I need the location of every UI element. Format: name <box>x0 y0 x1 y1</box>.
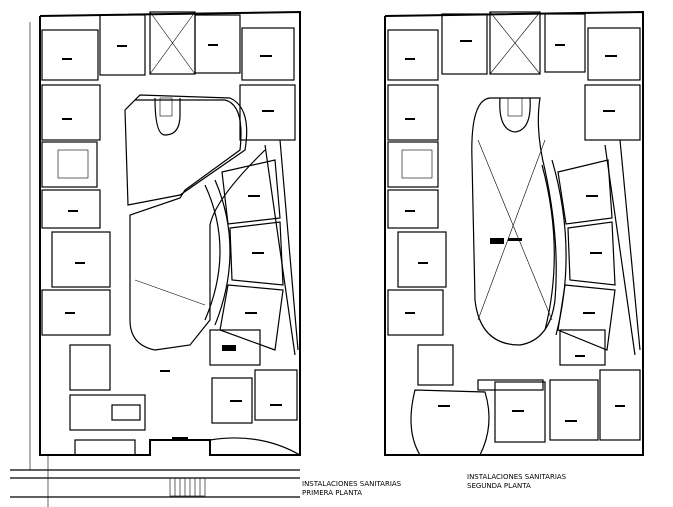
stair <box>417 344 454 386</box>
room <box>544 13 586 73</box>
room <box>387 84 439 141</box>
title-block-segunda: INSTALACIONES SANITARIAS SEGUNDA PLANTA <box>467 473 567 490</box>
room <box>254 369 298 421</box>
room <box>69 394 146 431</box>
void-cross <box>149 11 196 75</box>
room <box>387 189 439 229</box>
plan-primera-planta <box>10 10 301 507</box>
corridor <box>477 379 544 391</box>
plan-segunda-planta <box>384 10 644 456</box>
room-tags <box>405 40 625 422</box>
toilet-block <box>57 149 89 179</box>
room <box>41 84 101 141</box>
plan-1-title-line-1: INSTALACIONES SANITARIAS <box>302 480 402 488</box>
room <box>397 231 447 288</box>
diagonal-wall <box>604 144 636 356</box>
classroom <box>221 159 281 225</box>
room <box>441 13 488 75</box>
plan-1-title-line-2: PRIMERA PLANTA <box>302 489 362 497</box>
classroom <box>229 221 284 286</box>
plan-2-title-line-1: INSTALACIONES SANITARIAS <box>467 473 567 481</box>
curved-corridor <box>214 179 231 326</box>
room <box>239 84 296 141</box>
bathroom <box>41 141 98 188</box>
curved-room <box>410 389 490 456</box>
void-cross <box>489 11 541 75</box>
diagonal-wall <box>264 144 296 356</box>
room <box>559 329 606 366</box>
curved-corridor <box>204 184 221 321</box>
room <box>587 27 641 81</box>
stair-curve <box>154 97 181 136</box>
classroom <box>567 221 616 286</box>
stair-curve <box>499 97 531 133</box>
fixture <box>111 404 141 421</box>
room <box>194 14 241 74</box>
outer-wall <box>384 10 644 456</box>
stair-void <box>489 11 541 75</box>
stair <box>507 97 523 117</box>
room <box>51 231 111 288</box>
stair <box>159 97 173 117</box>
atrium <box>471 97 557 346</box>
room <box>584 84 641 141</box>
room-tags <box>62 44 282 440</box>
room <box>211 377 253 424</box>
room <box>599 369 641 441</box>
upper-patio <box>124 94 248 206</box>
room <box>241 27 295 81</box>
toilet-block <box>401 149 433 179</box>
room-tag <box>490 238 504 244</box>
room <box>387 29 439 81</box>
room <box>209 329 261 366</box>
room <box>41 189 101 229</box>
diagonal-wall <box>619 139 641 351</box>
room <box>41 289 111 336</box>
curved-entrance <box>209 437 301 456</box>
room <box>494 381 546 443</box>
room <box>69 344 111 391</box>
room <box>99 14 146 76</box>
courtyard <box>129 99 266 351</box>
title-block-primera: INSTALACIONES SANITARIAS PRIMERA PLANTA <box>302 480 402 497</box>
room <box>41 29 99 81</box>
classroom <box>557 284 616 351</box>
classroom <box>219 284 284 351</box>
outer-wall <box>39 10 301 456</box>
bathroom <box>387 141 439 188</box>
plan-2-title-line-2: SEGUNDA PLANTA <box>467 482 531 490</box>
room <box>549 379 599 441</box>
room <box>387 289 444 336</box>
curved-corridor <box>541 164 555 331</box>
classroom <box>557 159 613 225</box>
room-tag <box>508 238 522 241</box>
atrium-cross <box>477 139 553 321</box>
stair-hatch <box>74 439 136 456</box>
diagonal-wall <box>279 139 299 351</box>
slope-line <box>134 279 206 306</box>
atrium-cross <box>477 139 546 321</box>
